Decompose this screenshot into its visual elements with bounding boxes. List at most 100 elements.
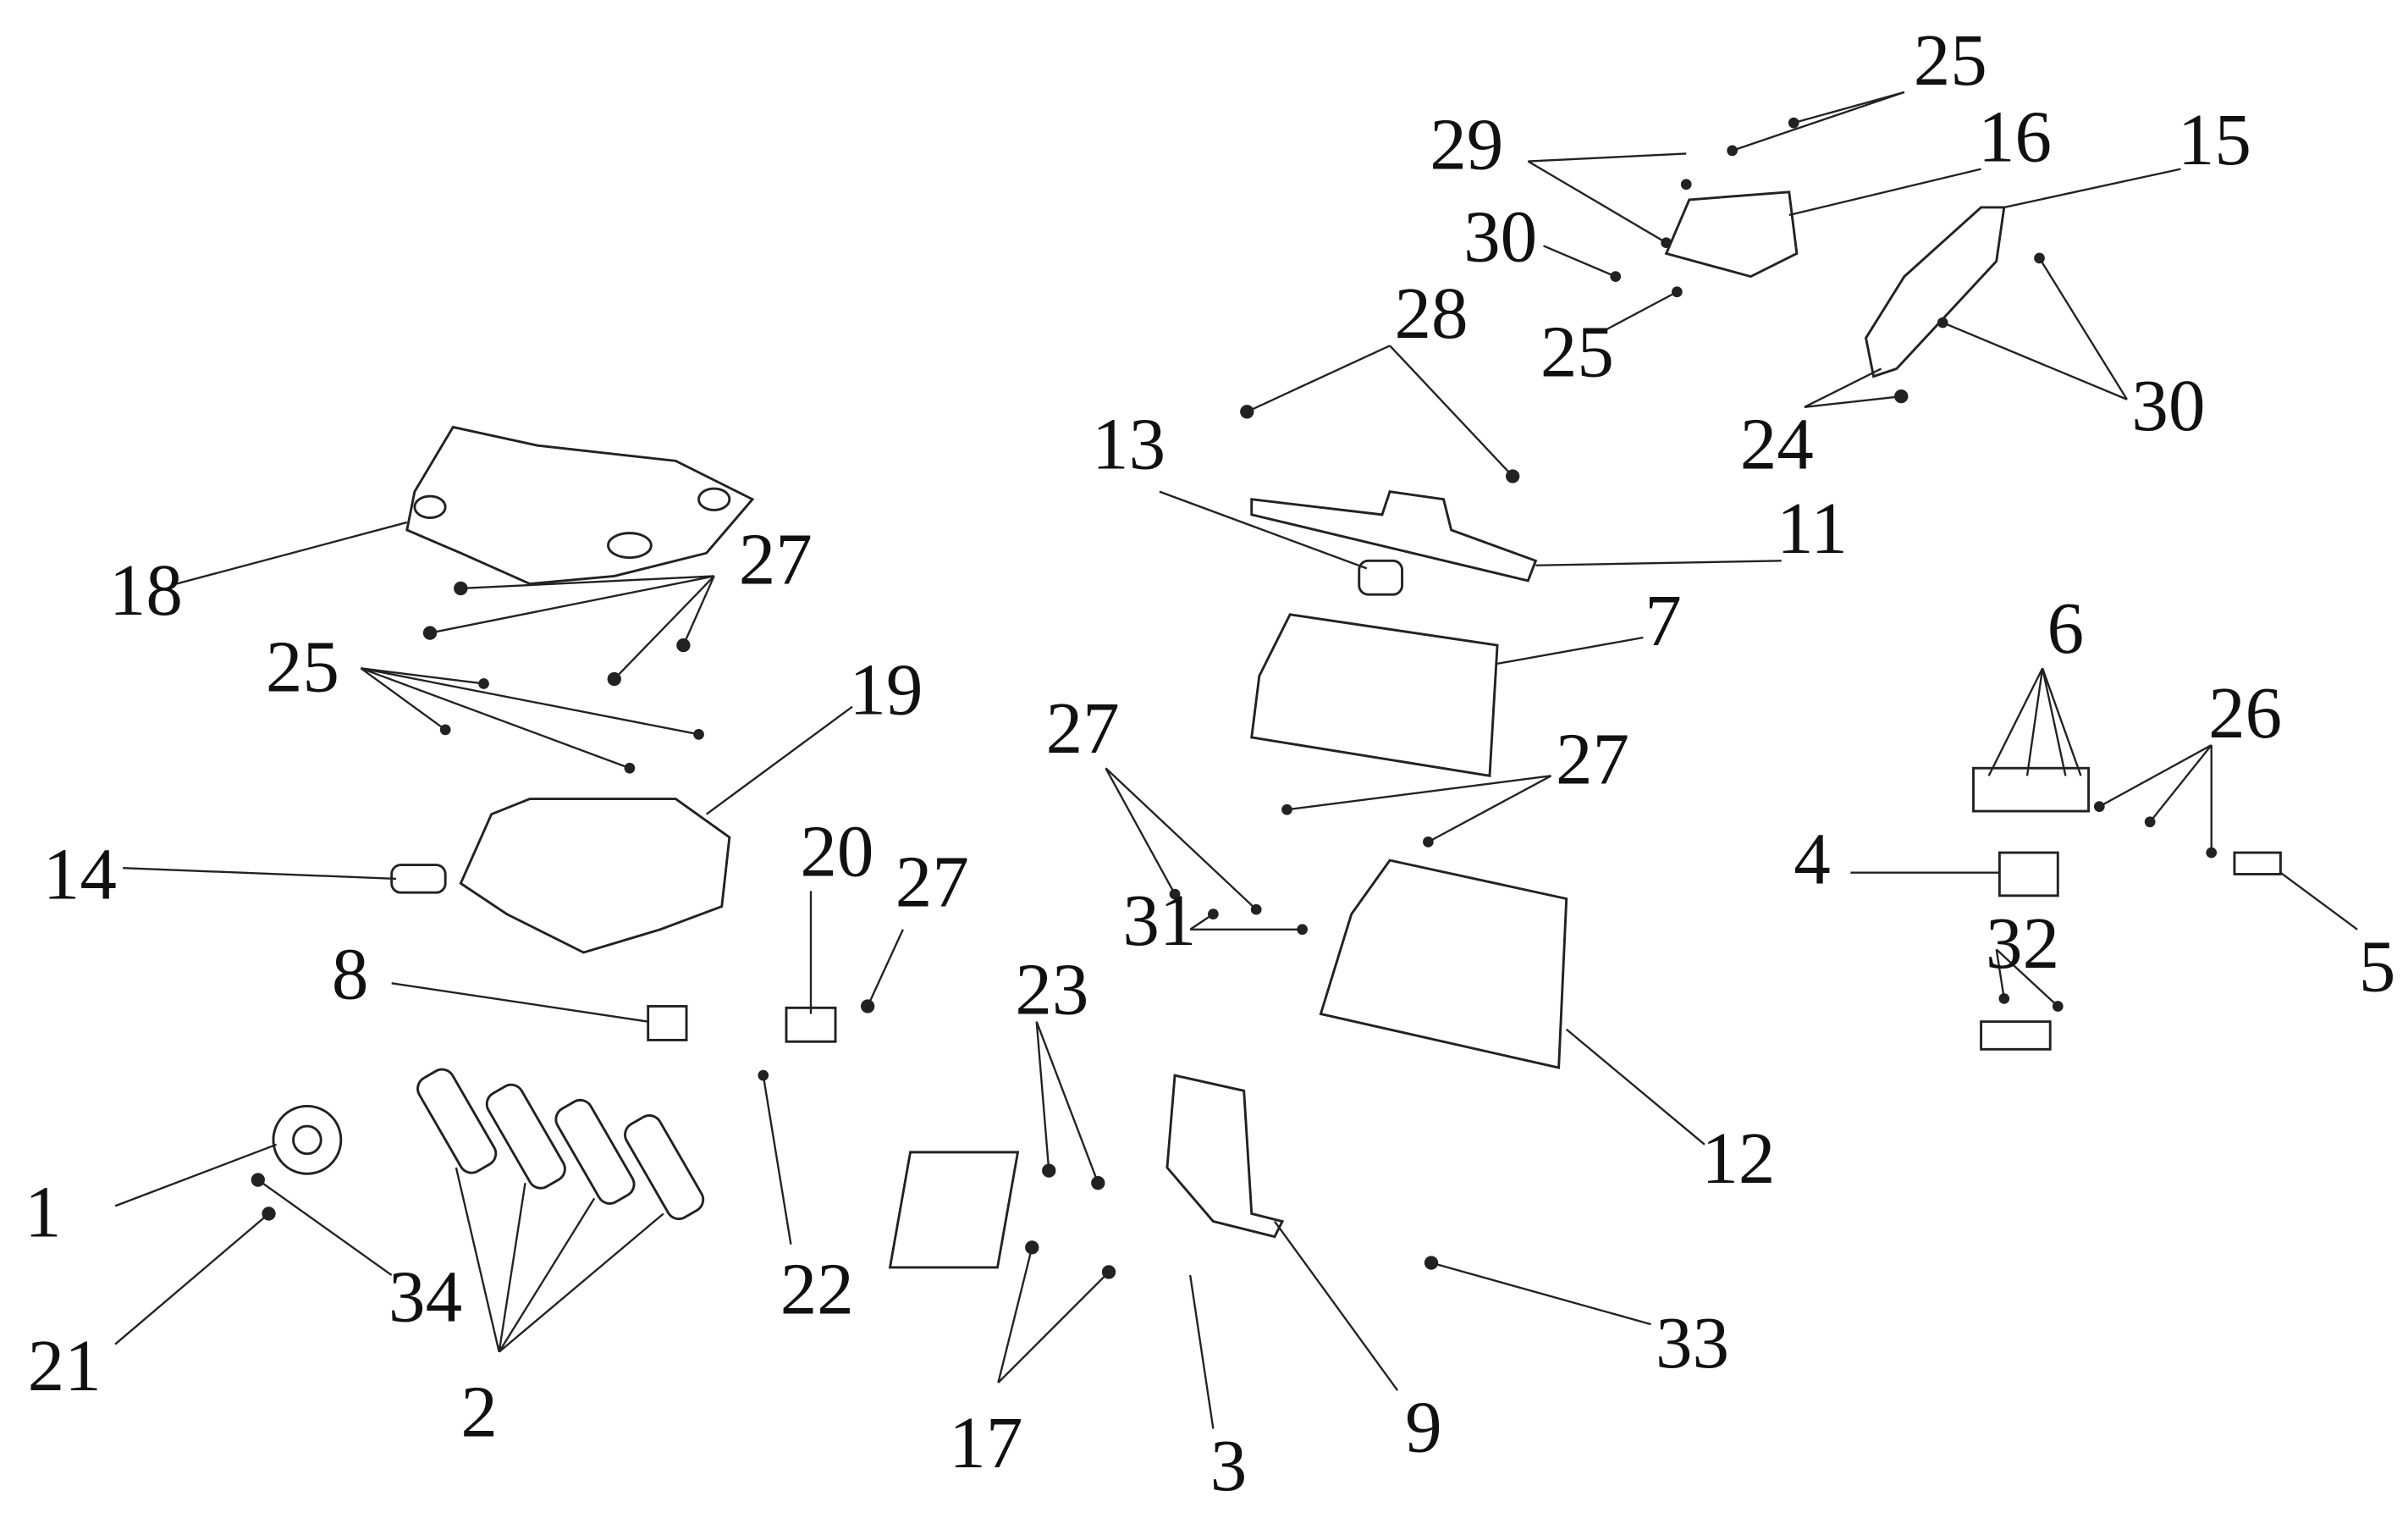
leader-line (429, 575, 714, 634)
leader-line (176, 521, 408, 585)
callout-label-27: 27 (739, 518, 813, 600)
part-4 (1997, 851, 2059, 897)
leader-line (1528, 152, 1687, 163)
callout-label-30: 30 (2131, 364, 2205, 446)
leader-line (2149, 744, 2212, 823)
part-18-hole (697, 487, 731, 511)
leader-line (498, 1197, 596, 1353)
leader-line (1430, 1262, 1651, 1326)
leader-line (2038, 257, 2128, 400)
leader-lines (114, 91, 2358, 1429)
leader-line (613, 575, 715, 680)
callout-label-25: 25 (1540, 311, 1614, 393)
leader-line (1804, 367, 1882, 408)
leader-line (360, 667, 631, 770)
callout-label-22: 22 (780, 1247, 854, 1329)
leader-line (1035, 1021, 1099, 1184)
part-13 (1358, 559, 1404, 596)
leader-line (455, 1167, 500, 1353)
leader-line (360, 667, 446, 731)
part-7 (1250, 613, 1499, 778)
part-15 (1864, 206, 2006, 378)
callout-label-6: 6 (2047, 587, 2085, 669)
leader-line (1105, 767, 1176, 895)
part-18-hole (607, 532, 653, 560)
callout-label-14: 14 (43, 832, 117, 914)
leader-line (1987, 667, 2044, 776)
leader-line (1604, 290, 1678, 332)
leader-line (1189, 913, 1215, 930)
part-18-hole (413, 494, 447, 519)
leader-line (1246, 345, 1391, 413)
callout-label-27: 27 (895, 841, 969, 923)
part-18-cover (405, 425, 755, 585)
leader-line (391, 982, 648, 1023)
leader-line (2003, 168, 2181, 209)
part-5 (2233, 851, 2282, 875)
part-11-bracket (1250, 490, 1538, 583)
leader-line (1274, 1220, 1399, 1391)
part-6-fuses (1972, 766, 2091, 813)
leader-line (1732, 91, 1905, 152)
callout-label-9: 9 (1405, 1386, 1442, 1468)
leader-line (1496, 636, 1644, 665)
callout-label-25: 25 (266, 626, 339, 708)
callout-label-33: 33 (1656, 1301, 1729, 1383)
leader-line (1942, 321, 2128, 400)
leader-line (1389, 345, 1514, 478)
callout-label-27: 27 (1046, 687, 1120, 769)
part-16 (1664, 190, 1799, 279)
leader-line (997, 1271, 1110, 1383)
callout-label-26: 26 (2208, 671, 2282, 754)
leader-line (997, 1247, 1033, 1383)
callout-label-25: 25 (1914, 19, 1987, 101)
part-8 (647, 1005, 688, 1041)
callout-label-18: 18 (109, 549, 183, 631)
callout-label-5: 5 (2359, 925, 2396, 1007)
leader-line (257, 1179, 393, 1277)
callout-label-27: 27 (1556, 717, 1629, 799)
callout-label-8: 8 (332, 932, 369, 1014)
leader-line (762, 1074, 792, 1245)
leader-line (1535, 560, 1782, 566)
leader-line (1543, 245, 1617, 278)
callout-label-13: 13 (1092, 402, 1165, 484)
leader-line (361, 667, 484, 685)
leader-line (1995, 948, 2059, 1008)
leader-line (1105, 767, 1257, 911)
leader-line (498, 1212, 664, 1353)
part-12 (1319, 859, 1568, 1069)
callout-label-1: 1 (25, 1171, 62, 1253)
callout-label-2: 2 (460, 1371, 498, 1453)
leader-line (361, 667, 699, 736)
leader-line (1565, 1028, 1705, 1146)
leader-line (1788, 168, 1981, 217)
callout-label-21: 21 (28, 1324, 102, 1406)
leader-line (705, 705, 853, 815)
leader-line (2098, 744, 2212, 808)
callout-label-7: 7 (1645, 579, 1682, 661)
leader-line (1287, 775, 1551, 811)
part-1-horn-center (292, 1124, 322, 1156)
callout-label-12: 12 (1701, 1117, 1775, 1199)
leader-line (2279, 871, 2358, 930)
callout-label-28: 28 (1394, 272, 1468, 354)
part-14 (390, 864, 447, 894)
leader-line (1527, 160, 1667, 244)
leader-line (2042, 667, 2082, 776)
leader-line (123, 867, 397, 881)
part-19-tray (459, 798, 731, 954)
parts-drawing (251, 117, 2282, 1279)
leader-line (1189, 1274, 1215, 1429)
leader-line (498, 1182, 526, 1352)
leader-line (114, 1143, 278, 1207)
callout-label-17: 17 (949, 1401, 1022, 1483)
callout-label-20: 20 (800, 809, 873, 892)
callout-label-23: 23 (1015, 948, 1088, 1030)
leader-line (114, 1212, 270, 1345)
callout-label-16: 16 (1978, 96, 2052, 178)
leader-line (1427, 775, 1552, 843)
